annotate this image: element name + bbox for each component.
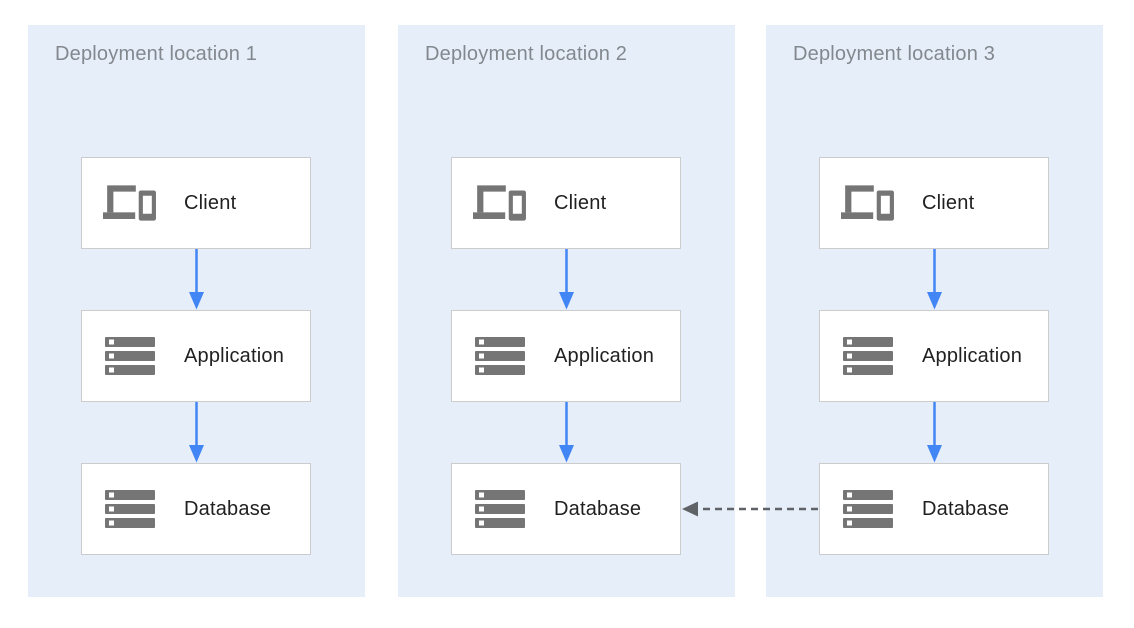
- node-label: Database: [922, 497, 1010, 520]
- panel-title: Deployment location 2: [425, 43, 628, 65]
- arrow-application-to-database-1: [189, 402, 204, 463]
- server-stack-icon: [472, 337, 528, 375]
- server-stack-icon: [102, 337, 158, 375]
- application-node: Application: [451, 310, 681, 402]
- panel-title: Deployment location 1: [55, 43, 258, 65]
- devices-icon: [102, 181, 158, 225]
- arrow-application-to-database-3: [927, 402, 942, 463]
- database-node: Database: [81, 463, 311, 555]
- client-node: Client: [451, 157, 681, 249]
- node-label: Application: [554, 344, 655, 367]
- application-node: Application: [81, 310, 311, 402]
- node-label: Application: [922, 344, 1023, 367]
- application-node: Application: [819, 310, 1049, 402]
- node-label: Database: [554, 497, 642, 520]
- devices-icon: [472, 181, 528, 225]
- node-label: Client: [554, 191, 607, 214]
- server-stack-icon: [102, 490, 158, 528]
- node-label: Client: [184, 191, 237, 214]
- database-node: Database: [819, 463, 1049, 555]
- panel-title: Deployment location 3: [793, 43, 996, 65]
- arrow-client-to-application-1: [189, 249, 204, 310]
- deployment-location-3-panel: Deployment location 3 Client: [766, 25, 1103, 597]
- database-node: Database: [451, 463, 681, 555]
- client-node: Client: [81, 157, 311, 249]
- deployment-location-1-panel: Deployment location 1 Client: [28, 25, 365, 597]
- dashed-arrow-database3-to-database2: [682, 501, 818, 517]
- arrow-application-to-database-2: [559, 402, 574, 463]
- node-label: Application: [184, 344, 285, 367]
- arrow-client-to-application-3: [927, 249, 942, 310]
- arrow-client-to-application-2: [559, 249, 574, 310]
- client-node: Client: [819, 157, 1049, 249]
- server-stack-icon: [840, 337, 896, 375]
- deployment-location-2-panel: Deployment location 2 Client: [398, 25, 735, 597]
- devices-icon: [840, 181, 896, 225]
- node-label: Database: [184, 497, 272, 520]
- server-stack-icon: [472, 490, 528, 528]
- server-stack-icon: [840, 490, 896, 528]
- node-label: Client: [922, 191, 975, 214]
